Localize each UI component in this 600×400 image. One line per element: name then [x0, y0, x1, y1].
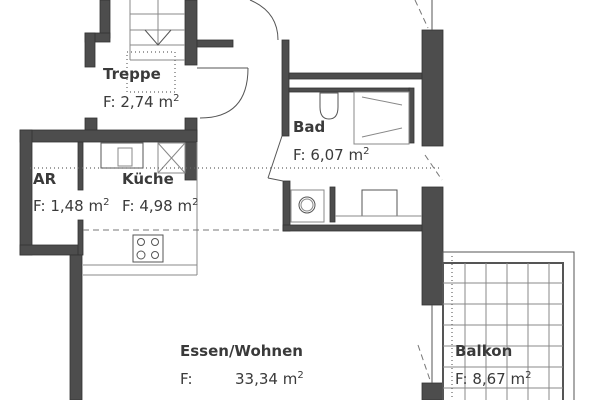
room-name-essen-wohnen: Essen/Wohnen: [180, 342, 303, 360]
room-area-kueche: F: 4,98 m2: [122, 197, 199, 215]
lines: [30, 0, 440, 383]
area-value: 4,98 m: [139, 197, 193, 215]
unit-superscript: 2: [173, 93, 180, 104]
room-name-balkon: Balkon: [455, 342, 513, 360]
unit-superscript: 2: [525, 370, 532, 381]
room-name-bad: Bad: [293, 118, 326, 136]
room-area-essen-wohnen: 33,34 m2: [235, 370, 304, 388]
room-name-kueche: Küche: [122, 170, 174, 188]
room-area-treppe: F: 2,74 m2: [103, 93, 180, 111]
room-area-balkon: F: 8,67 m2: [455, 370, 532, 388]
area-prefix: F:: [293, 146, 306, 164]
area-prefix: F:: [33, 197, 46, 215]
fixtures: [83, 91, 422, 276]
unit-superscript: 2: [297, 370, 304, 381]
area-value: 2,74 m: [120, 93, 174, 111]
walls: [19, 0, 444, 400]
balcony: [442, 251, 575, 400]
unit-superscript: 2: [192, 197, 199, 208]
area-value: 8,67 m: [472, 370, 526, 388]
room-area-ar: F: 1,48 m2: [33, 197, 110, 215]
stairs: [126, 0, 185, 93]
area-value: 1,48 m: [50, 197, 104, 215]
unit-superscript: 2: [363, 146, 370, 157]
room-area-prefix-essen-wohnen: F:: [180, 370, 193, 388]
area-value: 33,34 m: [235, 370, 298, 388]
room-name-treppe: Treppe: [103, 65, 161, 83]
area-prefix: F:: [122, 197, 135, 215]
room-name-ar: AR: [33, 170, 57, 188]
area-value: 6,07 m: [310, 146, 364, 164]
doors: [197, 0, 443, 182]
area-prefix: F:: [455, 370, 468, 388]
unit-superscript: 2: [103, 197, 110, 208]
room-area-bad: F: 6,07 m2: [293, 146, 370, 164]
area-prefix: F:: [103, 93, 116, 111]
